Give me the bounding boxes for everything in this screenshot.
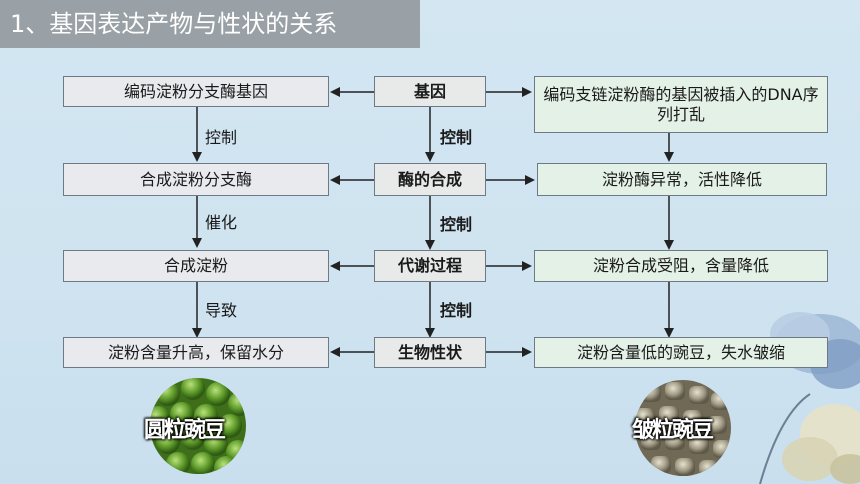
slide-title: 1、基因表达产物与性状的关系	[0, 0, 420, 48]
left-box-starch-synthesis: 合成淀粉	[63, 250, 329, 282]
center-box-gene: 基因	[374, 76, 486, 107]
center-box-metabolism: 代谢过程	[374, 250, 486, 282]
right-box-gene: 编码支链淀粉酶的基因被插入的DNA序列打乱	[534, 76, 828, 133]
left-arrow-label-catalyze: 催化	[205, 213, 238, 232]
wrinkled-pea-label: 皱粒豌豆	[632, 418, 714, 443]
wrinkled-pea-image	[635, 380, 731, 476]
right-box-starch: 淀粉合成受阻，含量降低	[534, 250, 828, 282]
right-box-trait: 淀粉含量低的豌豆，失水皱缩	[534, 337, 828, 368]
left-arrow-label-control: 控制	[205, 128, 238, 147]
round-pea-label: 圆粒豌豆	[144, 418, 226, 443]
round-pea-image	[150, 378, 246, 474]
center-arrow-label-3: 控制	[440, 301, 473, 320]
right-box-enzyme: 淀粉酶异常，活性降低	[537, 163, 827, 196]
left-arrow-label-cause: 导致	[205, 301, 238, 320]
center-arrow-label-2: 控制	[440, 215, 473, 234]
center-box-trait: 生物性状	[374, 337, 486, 368]
center-box-enzyme-synthesis: 酶的合成	[374, 163, 486, 196]
left-box-gene: 编码淀粉分支酶基因	[63, 76, 329, 107]
left-box-trait: 淀粉含量升高，保留水分	[63, 337, 329, 368]
left-box-enzyme-synthesis: 合成淀粉分支酶	[63, 163, 329, 196]
center-arrow-label-1: 控制	[440, 128, 473, 147]
